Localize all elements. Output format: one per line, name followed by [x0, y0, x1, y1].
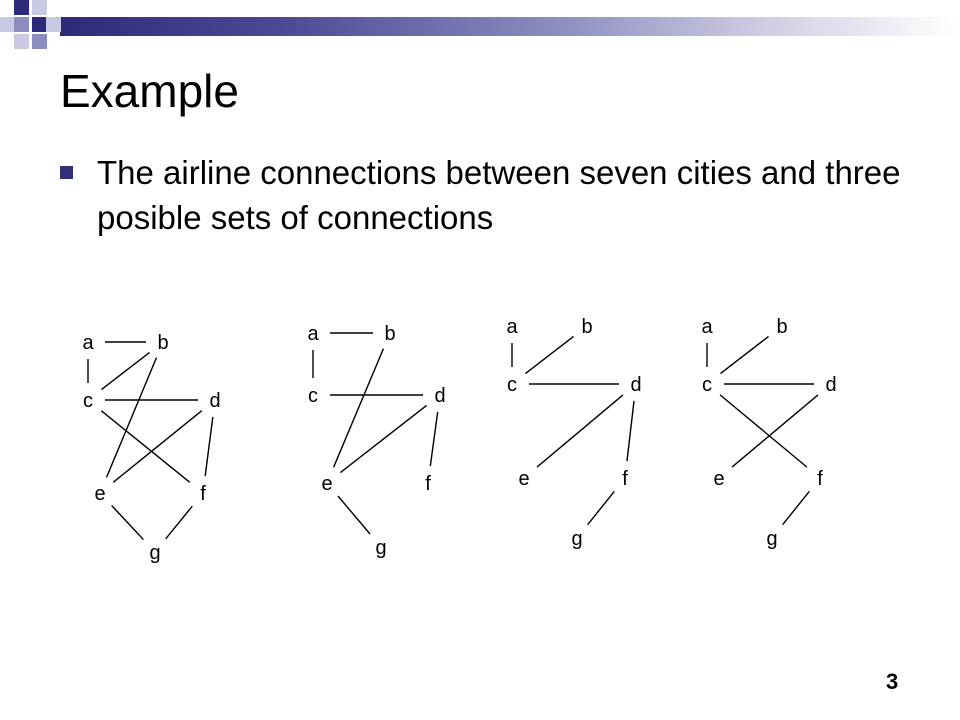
- edge-b-e: [105, 357, 158, 478]
- decor-square: [14, 0, 29, 15]
- node-d: d: [630, 374, 641, 396]
- node-f: f: [200, 483, 206, 505]
- header-gradient-bar: [60, 17, 960, 36]
- edge-b-c: [525, 335, 574, 375]
- node-a: a: [307, 323, 319, 345]
- node-e: e: [94, 483, 105, 505]
- bullet-text: The airline connections between seven ci…: [97, 154, 901, 236]
- decor-square: [46, 17, 61, 32]
- node-c: c: [308, 385, 318, 407]
- decor-square: [0, 17, 15, 32]
- graph-4: a b c d e f g: [701, 316, 836, 550]
- node-e: e: [713, 468, 724, 490]
- node-e: e: [321, 473, 332, 495]
- edge-d-e: [339, 404, 428, 474]
- node-e: e: [518, 468, 529, 490]
- node-b: b: [776, 316, 787, 338]
- node-c: c: [83, 390, 93, 412]
- node-d: d: [825, 374, 836, 396]
- bullet-square-icon: [60, 166, 73, 179]
- graph-1: a b c d e f g: [82, 332, 220, 564]
- edge-d-e: [112, 410, 203, 483]
- node-c: c: [702, 374, 712, 396]
- edge-d-e: [536, 394, 624, 468]
- node-g: g: [149, 542, 160, 564]
- edge-f-g: [587, 490, 615, 526]
- node-b: b: [581, 316, 592, 338]
- decor-square: [32, 34, 47, 49]
- edge-f-g: [165, 505, 193, 540]
- node-d: d: [209, 390, 220, 412]
- decor-square: [32, 17, 47, 32]
- graph-3: a b c d e f g: [506, 316, 641, 550]
- edge-d-f: [204, 416, 214, 477]
- graph-2: a b c d e f g: [307, 323, 445, 559]
- bullet-item: The airline connections between seven ci…: [60, 150, 920, 240]
- node-a: a: [701, 316, 713, 338]
- page-number: 3: [886, 669, 899, 694]
- edge-c-f: [719, 394, 808, 468]
- bullet-list: The airline connections between seven ci…: [60, 150, 920, 240]
- edge-e-g: [337, 495, 371, 535]
- node-b: b: [384, 323, 395, 345]
- decor-square: [32, 0, 47, 15]
- node-g: g: [375, 537, 386, 559]
- decor-square: [14, 34, 29, 49]
- node-a: a: [506, 316, 518, 338]
- edge-b-c: [101, 351, 150, 391]
- edge-f-g: [782, 490, 810, 526]
- edge-d-e: [731, 394, 819, 468]
- edge-b-e: [332, 348, 385, 468]
- node-b: b: [157, 332, 168, 354]
- node-g: g: [766, 528, 777, 550]
- slide-title: Example: [60, 65, 239, 117]
- node-g: g: [571, 528, 582, 550]
- edge-b-c: [720, 335, 769, 375]
- node-f: f: [622, 468, 628, 490]
- node-f: f: [817, 468, 823, 490]
- edge-d-f: [626, 400, 635, 462]
- decor-square: [14, 17, 29, 32]
- node-d: d: [434, 385, 445, 407]
- node-a: a: [82, 332, 94, 354]
- node-c: c: [507, 374, 517, 396]
- edge-c-f: [100, 410, 191, 483]
- edge-d-f: [429, 411, 439, 467]
- node-f: f: [425, 473, 431, 495]
- slide-header-decoration: [0, 0, 960, 60]
- edge-e-g: [111, 504, 144, 541]
